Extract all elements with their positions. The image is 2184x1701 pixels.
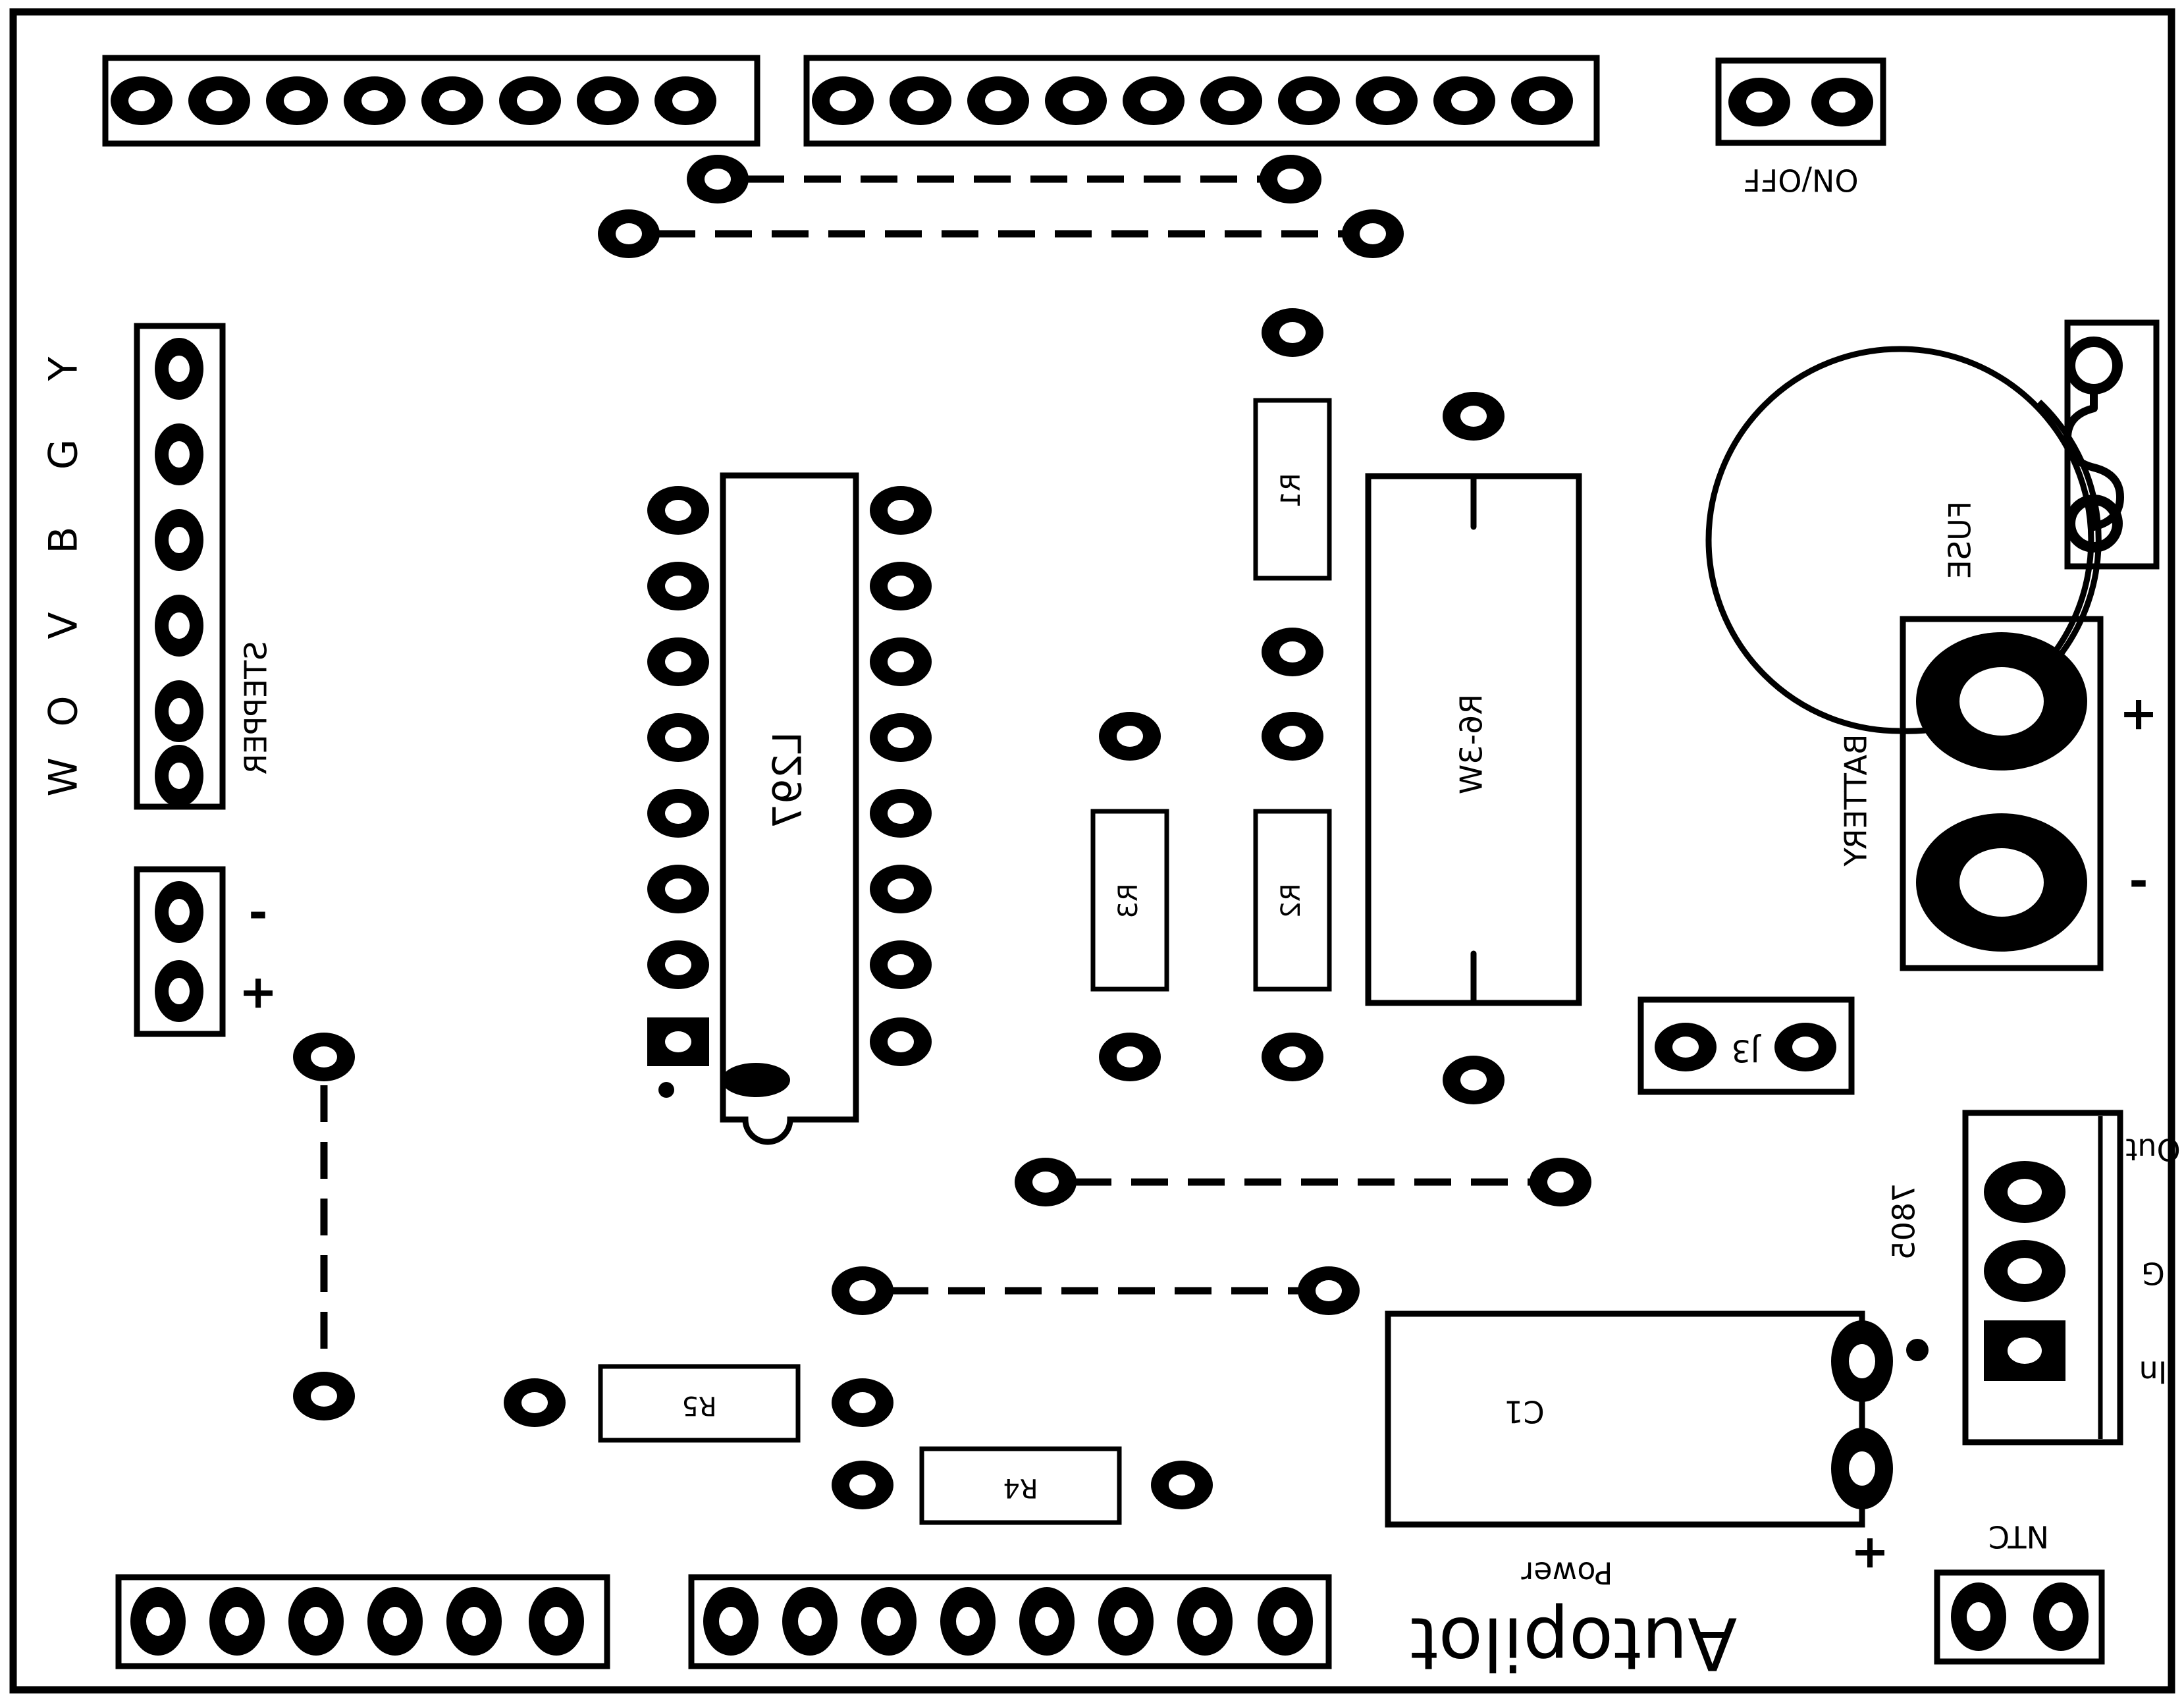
battery-minus-label: - bbox=[2129, 859, 2148, 913]
jumper-trace-lower bbox=[598, 209, 1404, 258]
header-bottom-center[interactable] bbox=[688, 1574, 1332, 1669]
header-bottom-left[interactable] bbox=[115, 1574, 610, 1669]
jumper-trace-upper bbox=[687, 155, 1321, 203]
r6-label: R6-3W bbox=[1454, 694, 1489, 795]
header-j3[interactable]: J3 bbox=[1638, 996, 1855, 1095]
battery-label: BATTERY bbox=[1838, 734, 1874, 867]
component-7805[interactable]: 7805 Out G In bbox=[1886, 1110, 2181, 1445]
stepper-label: STEPPER bbox=[238, 641, 274, 775]
header-stepper[interactable] bbox=[134, 323, 226, 810]
component-r2[interactable]: R2 bbox=[1253, 712, 1332, 1081]
header-top-left[interactable] bbox=[102, 55, 760, 147]
header-ntc[interactable]: NTC bbox=[1934, 1519, 2105, 1665]
pad-row bbox=[812, 76, 1573, 125]
jumper-trace-left bbox=[293, 1033, 355, 1420]
reg-in-label: In bbox=[2139, 1355, 2168, 1390]
c1-label: C1 bbox=[1504, 1394, 1544, 1430]
reg-7805-label: 7805 bbox=[1886, 1183, 1922, 1260]
r3-label: R3 bbox=[1113, 883, 1144, 918]
stepper-wire-color-labels: Y G B V O W bbox=[41, 356, 87, 796]
on-off-label: ON/OFF bbox=[1743, 163, 1858, 198]
r2-label: R2 bbox=[1276, 883, 1306, 918]
ic-polarity-mark bbox=[722, 1063, 790, 1097]
component-r4[interactable]: R4 bbox=[832, 1446, 1213, 1525]
board-title: Autopilot bbox=[1410, 1602, 1738, 1686]
header-on-off[interactable]: ON/OFF bbox=[1715, 57, 1886, 198]
ic-reference-label: L297 bbox=[765, 732, 811, 829]
wire-label-b: B bbox=[41, 526, 87, 553]
header-top-right[interactable] bbox=[803, 55, 1600, 147]
r4-label: R4 bbox=[1003, 1472, 1038, 1503]
r1-label: R1 bbox=[1276, 473, 1306, 508]
ic-pin1-dot bbox=[658, 1082, 674, 1098]
component-fuse-holder[interactable] bbox=[2064, 319, 2160, 570]
component-r3[interactable]: R3 bbox=[1090, 712, 1169, 1081]
component-r6-3w[interactable]: R6-3W bbox=[1365, 392, 1582, 1104]
stepper-minus-label: - bbox=[248, 890, 267, 944]
battery-plus-label: + bbox=[2119, 689, 2158, 743]
fuse-element-symbol bbox=[2064, 385, 2124, 531]
component-c1[interactable]: C1 + bbox=[1385, 1310, 1893, 1581]
pad-row bbox=[111, 76, 716, 125]
reg-out-label: Out bbox=[2125, 1132, 2180, 1168]
wire-label-w: W bbox=[41, 757, 87, 796]
j3-label: J3 bbox=[1732, 1033, 1762, 1069]
header-battery[interactable]: + - BATTERY bbox=[1838, 616, 2158, 971]
jumper-trace-mid bbox=[1015, 1158, 1591, 1206]
reg-g-label: G bbox=[2141, 1256, 2165, 1291]
fuse-label: FUSE bbox=[1942, 501, 1978, 579]
wire-label-o: O bbox=[41, 695, 87, 726]
reg-pin1-pad bbox=[1984, 1320, 2065, 1381]
board-outline bbox=[9, 8, 2175, 1694]
header-stepper-power[interactable]: - + bbox=[134, 866, 278, 1037]
wire-label-y: Y bbox=[41, 356, 87, 381]
wire-label-g: G bbox=[41, 439, 87, 470]
c1-plus-label: + bbox=[1851, 1527, 1890, 1581]
fuse-terminal-top bbox=[2065, 337, 2123, 394]
wire-label-v: V bbox=[41, 612, 87, 639]
board-subtitle: Power bbox=[1521, 1555, 1612, 1591]
component-r1[interactable]: R1 bbox=[1253, 308, 1332, 676]
component-r5[interactable]: R5 bbox=[504, 1364, 893, 1443]
component-ic-l297[interactable]: L297 bbox=[647, 472, 932, 1145]
ntc-label: NTC bbox=[1988, 1519, 2049, 1555]
reg-pin1-dot bbox=[1906, 1339, 1929, 1361]
stepper-plus-label: + bbox=[239, 967, 278, 1021]
ic-pin1-pad bbox=[647, 1017, 709, 1066]
jumper-trace-lower2 bbox=[832, 1266, 1360, 1315]
r5-label: R5 bbox=[681, 1390, 716, 1420]
